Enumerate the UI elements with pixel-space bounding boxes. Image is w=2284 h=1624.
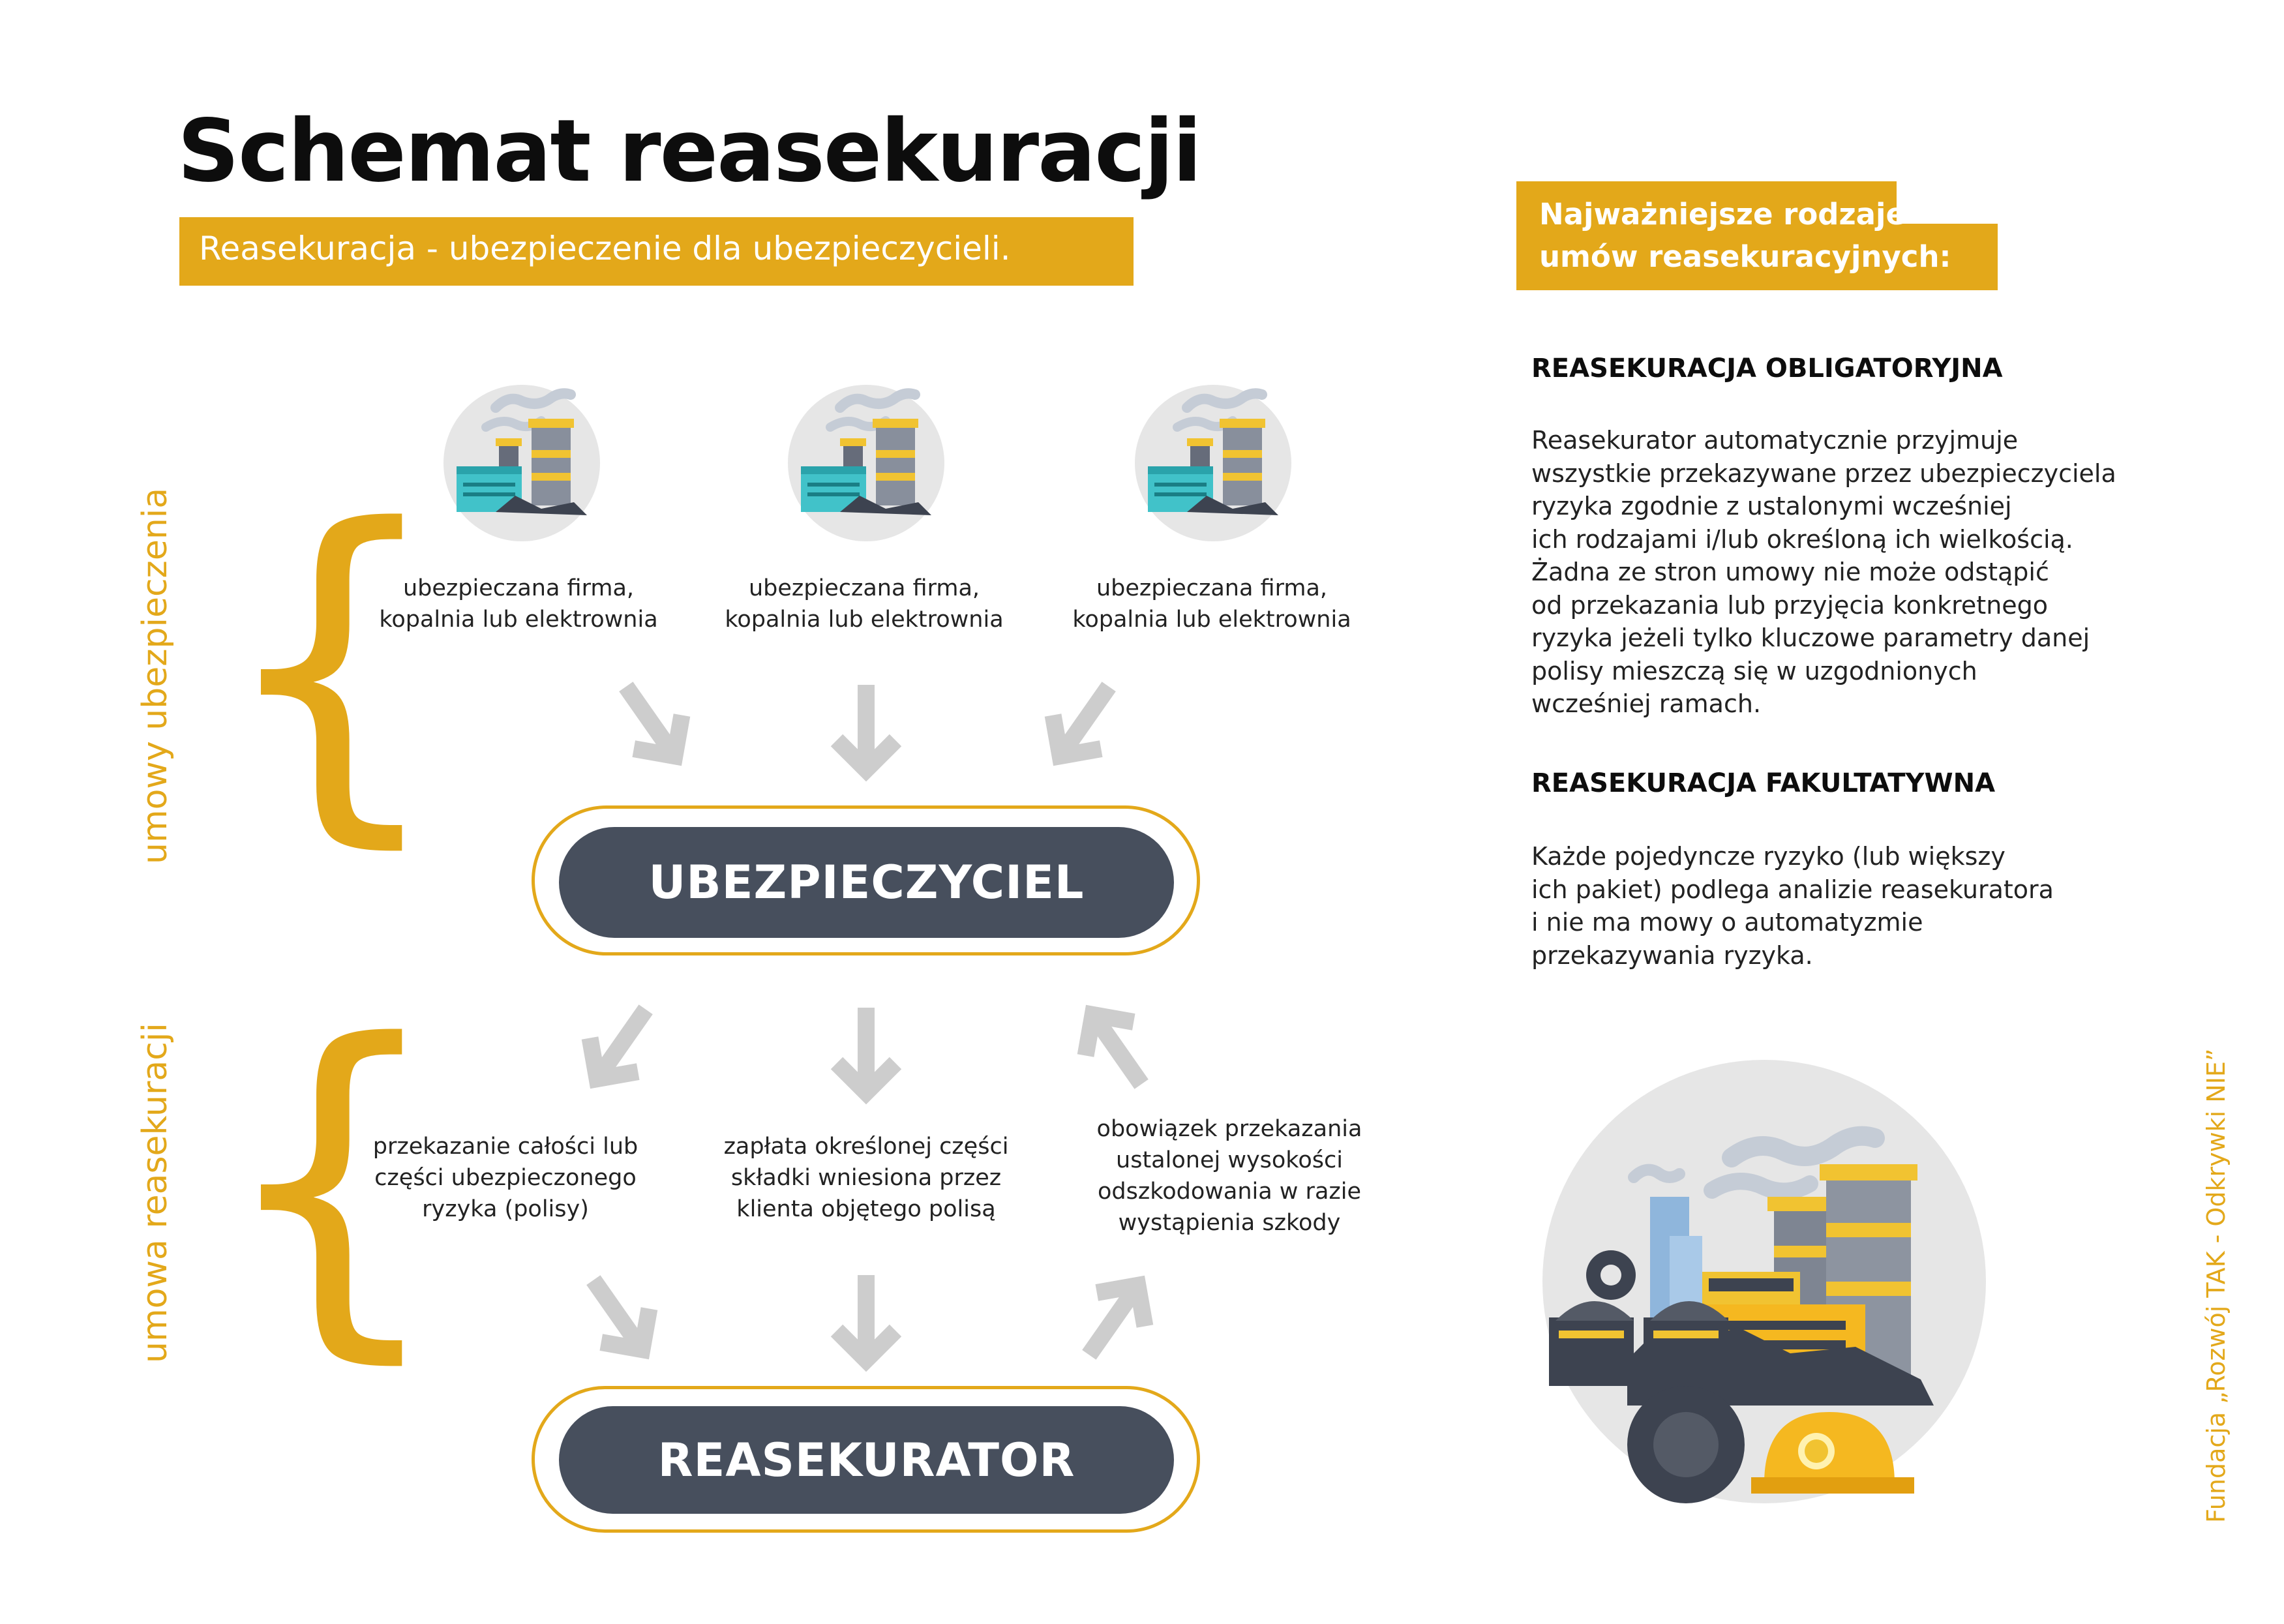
section-heading-obligatory: REASEKURACJA OBLIGATORYJNA	[1531, 353, 2003, 383]
section-text-facultative: Każde pojedyncze ryzyko (lub większy ich…	[1531, 840, 2054, 972]
arrow-down-right-icon	[587, 665, 717, 783]
text-line: przekazywania ryzyka.	[1531, 940, 1813, 970]
label-insurance-contracts: umowy ubezpieczenia	[136, 487, 175, 864]
caption-line: ubezpieczana firma,	[748, 575, 980, 601]
caption-line: wystąpienia szkody	[1118, 1210, 1341, 1236]
arrow-down-left-icon	[1017, 665, 1148, 783]
text-line: polisy mieszczą się w uzgodnionych	[1531, 656, 1977, 685]
flow-caption-premium: zapłata określonej części składki wniesi…	[684, 1131, 1049, 1225]
section-text-obligatory: Reasekurator automatycznie przyjmuje wsz…	[1531, 424, 2116, 721]
arrow-up-right-icon	[1050, 1259, 1180, 1376]
factory-icon	[788, 385, 944, 541]
subtitle: Reasekuracja - ubezpieczenie dla ubezpie…	[199, 230, 1011, 267]
caption-line: kopalnia lub elektrownia	[1072, 607, 1351, 633]
side-header-line2: umów reasekuracyjnych:	[1539, 239, 1951, 274]
text-line: Każde pojedyncze ryzyko (lub większy	[1531, 842, 2006, 871]
caption-line: odszkodowania w razie	[1097, 1179, 1362, 1205]
text-line: i nie ma mowy o automatyzmie	[1531, 908, 1923, 937]
arrow-down-icon	[801, 1262, 931, 1379]
side-header-line1: Najważniejsze rodzaje	[1539, 197, 1906, 232]
caption-line: zapłata określonej części	[723, 1134, 1009, 1160]
caption-line: przekazanie całości lub	[372, 1134, 639, 1160]
brace-insurance: {	[215, 453, 448, 878]
caption-line: klienta objętego polisą	[736, 1196, 996, 1222]
text-line: wszystkie przekazywane przez ubezpieczyc…	[1531, 459, 2116, 488]
arrow-down-left-icon	[554, 988, 685, 1105]
caption-line: składki wniesiona przez	[730, 1165, 1002, 1191]
side-header-extension	[1897, 224, 1998, 290]
arrow-up-left-icon	[1050, 988, 1180, 1105]
text-line: od przekazania lub przyjęcia konkretnego	[1531, 590, 2049, 620]
text-line: Reasekurator automatycznie przyjmuje	[1531, 426, 2019, 455]
industrial-illustration	[1542, 1060, 1986, 1503]
label-reinsurance-contract: umowa reasekuracji	[136, 1023, 175, 1363]
company-caption: ubezpieczana firma, kopalnia lub elektro…	[349, 573, 688, 635]
caption-line: ubezpieczana firma,	[402, 575, 635, 601]
caption-line: ryzyka (polisy)	[422, 1196, 589, 1222]
brace-reinsurance: {	[215, 968, 448, 1393]
factory-icon	[443, 385, 600, 541]
company-caption: ubezpieczana firma, kopalnia lub elektro…	[695, 573, 1034, 635]
arrow-down-right-icon	[554, 1259, 685, 1376]
company-caption: ubezpieczana firma, kopalnia lub elektro…	[1042, 573, 1381, 635]
text-line: ich pakiet) podlega analizie reasekurato…	[1531, 875, 2054, 904]
side-header-notch	[1897, 181, 1962, 224]
text-line: ich rodzajami i/lub określoną ich wielko…	[1531, 524, 2073, 554]
text-line: ryzyka jeżeli tylko kluczowe parametry d…	[1531, 624, 2090, 652]
flow-caption-risk-transfer: przekazanie całości lub części ubezpiecz…	[323, 1131, 688, 1225]
section-heading-facultative: REASEKURACJA FAKULTATYWNA	[1531, 768, 1996, 798]
side-header-banner	[1516, 181, 1960, 290]
caption-line: obowiązek przekazania	[1096, 1116, 1362, 1142]
caption-line: części ubezpieczonego	[374, 1165, 637, 1191]
flow-caption-claims: obowiązek przekazania ustalonej wysokośc…	[1047, 1113, 1412, 1239]
page-title: Schemat reasekuracji	[177, 101, 1202, 202]
factory-icon	[1135, 385, 1291, 541]
text-line: ryzyka zgodnie z ustalonymi wcześniej	[1531, 492, 2012, 520]
caption-line: ubezpieczana firma,	[1096, 575, 1328, 601]
caption-line: ustalonej wysokości	[1116, 1147, 1343, 1173]
insurer-node: UBEZPIECZYCIEL	[559, 827, 1174, 938]
caption-line: kopalnia lub elektrownia	[379, 607, 658, 633]
arrow-down-icon	[801, 995, 931, 1112]
text-line: wcześniej ramach.	[1531, 689, 1762, 718]
footer-credit: Fundacja „Rozwój TAK - Odkrywki NIE”	[2202, 1048, 2231, 1523]
reinsurer-node: REASEKURATOR	[559, 1406, 1174, 1514]
arrow-down-icon	[801, 672, 931, 789]
text-line: Żadna ze stron umowy nie może odstąpić	[1531, 558, 2049, 586]
caption-line: kopalnia lub elektrownia	[725, 607, 1004, 633]
subtitle-banner	[179, 217, 1134, 286]
